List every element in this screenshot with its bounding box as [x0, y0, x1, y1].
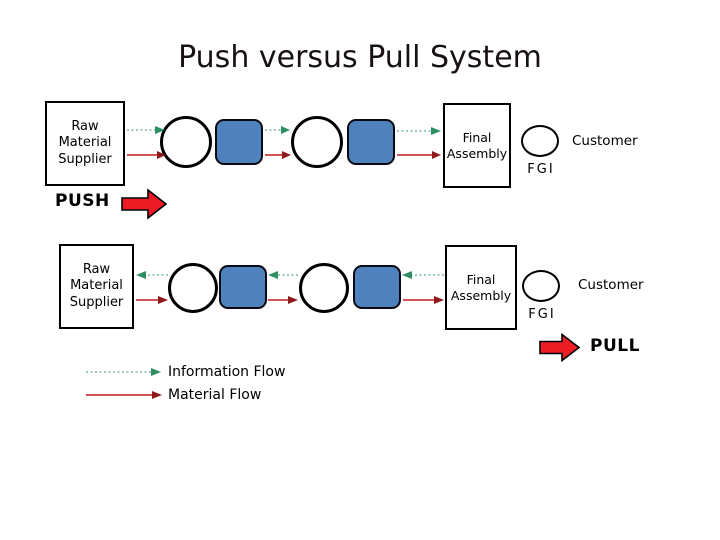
pull-customer-label: Customer	[578, 277, 644, 293]
push-information-arrow-3	[397, 127, 441, 135]
pull-information-arrow-3	[402, 271, 444, 279]
push-queue-circle-2	[291, 116, 343, 168]
push-final-assembly-label: Final Assembly	[446, 130, 508, 161]
pull-label: PULL	[590, 336, 640, 356]
push-fgi-ellipse	[521, 125, 559, 157]
pull-supplier-label: Raw Material Supplier	[69, 262, 124, 310]
pull-final-assembly-box: Final Assembly	[445, 245, 517, 330]
pull-queue-circle-2	[299, 263, 349, 313]
pull-material-arrow-1	[136, 296, 168, 304]
push-queue-circle-1	[160, 116, 212, 168]
push-material-arrow-2	[265, 151, 291, 159]
push-raw-material-supplier-box: Raw Material Supplier	[45, 101, 125, 186]
push-fgi-label: FGI	[527, 162, 555, 177]
push-customer-label: Customer	[572, 133, 638, 149]
pull-final-assembly-label: Final Assembly	[450, 272, 512, 303]
push-block-arrow	[121, 188, 168, 220]
push-information-arrow-1	[127, 126, 165, 134]
pull-fgi-label: FGI	[528, 307, 556, 322]
pull-workstation-1	[219, 265, 267, 309]
pull-workstation-2	[353, 265, 401, 309]
legend-material-flow-arrow	[86, 391, 162, 399]
push-material-arrow-1	[127, 151, 166, 159]
pull-queue-circle-1	[168, 263, 218, 313]
push-final-assembly-box: Final Assembly	[443, 103, 511, 188]
push-information-arrow-2	[265, 126, 290, 134]
pull-information-arrow-2	[268, 271, 298, 279]
push-supplier-label: Raw Material Supplier	[58, 119, 112, 167]
pull-raw-material-supplier-box: Raw Material Supplier	[59, 244, 134, 329]
slide-title: Push versus Pull System	[178, 40, 542, 75]
legend-material-flow-label: Material Flow	[168, 387, 262, 403]
push-label: PUSH	[55, 191, 110, 211]
pull-block-arrow	[539, 332, 581, 363]
pull-information-arrow-1	[136, 271, 168, 279]
pull-material-arrow-3	[403, 296, 444, 304]
pull-material-arrow-2	[268, 296, 298, 304]
legend-information-flow-arrow	[86, 368, 161, 376]
push-material-arrow-3	[397, 151, 441, 159]
pull-fgi-ellipse	[522, 270, 560, 302]
legend-information-flow-label: Information Flow	[168, 364, 286, 380]
push-workstation-2	[347, 119, 395, 165]
push-workstation-1	[215, 119, 263, 165]
